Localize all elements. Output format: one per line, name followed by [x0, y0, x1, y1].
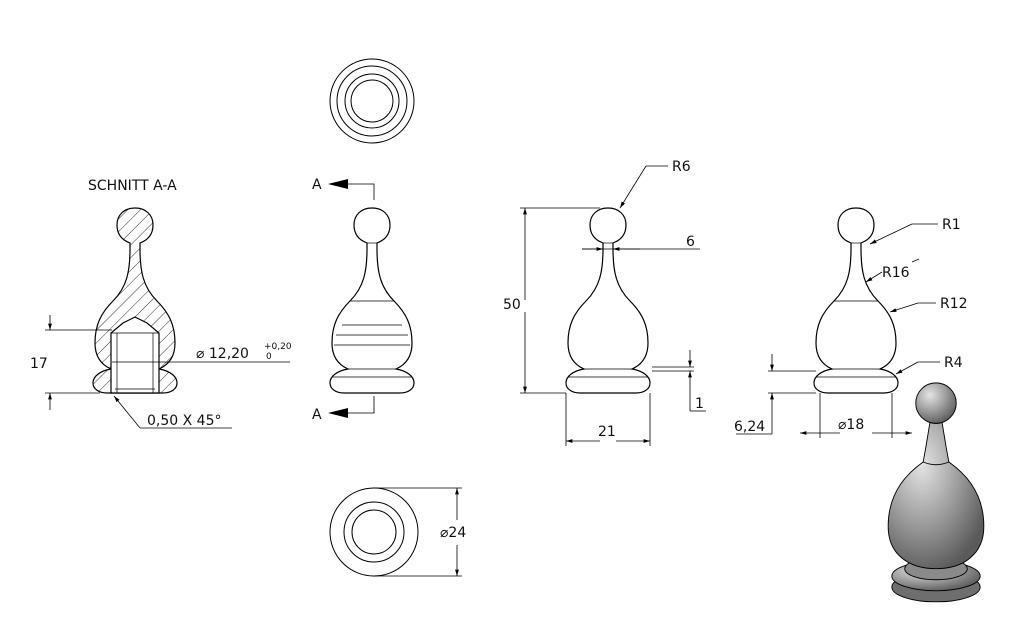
radii-view: R1 R16 R12 R4 6,24 ⌀18 [734, 207, 968, 438]
top-outer-circle [329, 58, 415, 144]
dim-bore-diameter: ⌀ 12,20 [196, 346, 249, 362]
pawn-3d-render [887, 382, 985, 603]
dim-base-height: 6,24 [734, 419, 765, 435]
dim-r4: R4 [944, 355, 963, 371]
bore-cavity [110, 316, 160, 394]
front-view: A A [312, 177, 415, 423]
dim-section-height: 17 [30, 356, 48, 372]
section-a-a: SCHNITT A-A 17 ⌀ 12,20 +0,20 0 0,50 X 45… [30, 178, 292, 429]
bottom-inner-circle [351, 509, 397, 555]
dim-base-step: 1 [695, 396, 704, 412]
dim-overall-height: 50 [503, 297, 521, 313]
dim-head-radius: R6 [672, 159, 691, 175]
dim-bore-tol-upper: +0,20 [264, 342, 292, 352]
dim-base-width: 21 [598, 424, 616, 440]
dim-outer-diameter: ⌀24 [440, 525, 466, 541]
top-inner-circle [350, 79, 394, 123]
bottom-view: ⌀24 [329, 487, 466, 577]
bottom-outer-circle [329, 487, 419, 577]
cut-label-top: A [312, 177, 322, 193]
top-ring-circle-2 [344, 73, 400, 129]
top-view [329, 58, 415, 144]
dim-chamfer: 0,50 X 45° [147, 413, 221, 429]
section-title: SCHNITT A-A [88, 178, 177, 194]
dim-base-diameter: ⌀18 [838, 417, 864, 433]
bottom-ring-circle [343, 501, 405, 563]
dim-r16: R16 [882, 265, 910, 281]
dim-neck-height: 6 [686, 234, 695, 250]
dim-r1: R1 [942, 217, 961, 233]
dimensioned-view: R6 50 6 21 1 [503, 159, 706, 446]
cut-label-bottom: A [312, 407, 322, 423]
top-ring-circle [336, 65, 408, 137]
dim-r12: R12 [940, 296, 968, 312]
dim-bore-tol-lower: 0 [266, 352, 272, 362]
